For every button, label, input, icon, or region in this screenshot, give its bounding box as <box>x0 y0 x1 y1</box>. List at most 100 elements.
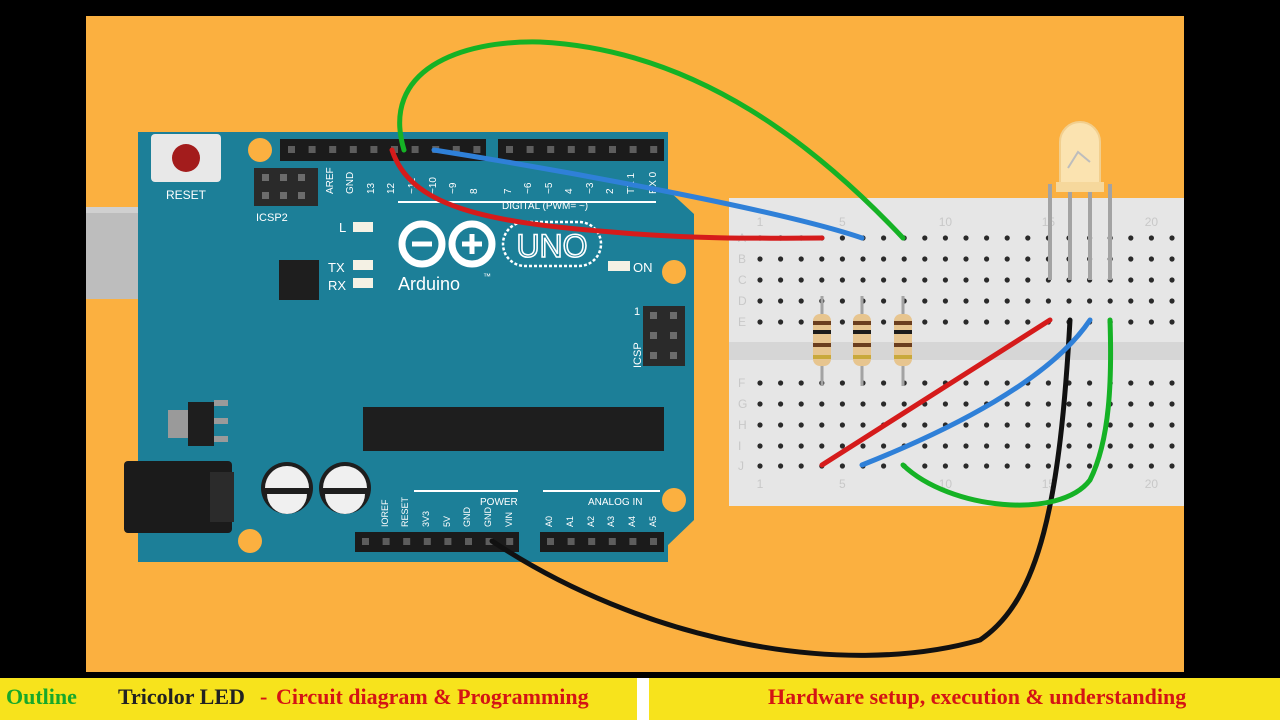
resistor-body <box>853 314 871 366</box>
breadboard-holes <box>757 235 1175 469</box>
breadboard-hole <box>778 277 784 283</box>
power-pin-label: 5V <box>442 516 452 527</box>
breadboard-hole <box>901 401 907 407</box>
breadboard-hole <box>1169 422 1175 428</box>
breadboard-hole <box>942 319 949 325</box>
header-pin <box>349 146 357 153</box>
digital-pin-label: 12 <box>386 182 397 194</box>
header-pin <box>473 146 481 153</box>
digital-pin-label: 2 <box>605 188 616 194</box>
breadboard-hole <box>1066 463 1072 469</box>
breadboard-hole <box>984 422 990 428</box>
digital-pin-label: 4 <box>564 188 575 194</box>
power-pin-label: GND <box>462 507 472 528</box>
breadboard-hole <box>881 443 887 449</box>
reset-label: RESET <box>166 188 207 202</box>
breadboard-hole <box>1004 380 1010 386</box>
analog-pin-label: A3 <box>606 516 616 527</box>
video-title: Tricolor LED <box>118 684 245 709</box>
led-tx <box>353 260 373 270</box>
power-header <box>355 532 519 552</box>
breadboard-hole <box>1128 463 1134 469</box>
breadboard-hole <box>1148 235 1154 241</box>
breadboard-column-number: 1 <box>757 477 764 491</box>
breadboard-hole <box>798 256 804 262</box>
led-l <box>353 222 373 232</box>
header-pin <box>411 146 419 153</box>
breadboard-hole <box>798 422 804 428</box>
breadboard-hole <box>1087 422 1093 428</box>
header-pin <box>452 146 460 153</box>
header-pin <box>370 146 378 153</box>
analog-pin-label: A5 <box>648 516 658 527</box>
header-pin <box>588 538 596 545</box>
header-pin <box>403 538 411 545</box>
digital-pin-label: RX 0 <box>648 171 659 194</box>
resistor-band <box>853 355 871 359</box>
breadboard-hole <box>963 298 969 304</box>
breadboard-column-number: 1 <box>757 215 764 229</box>
breadboard-column-number: 5 <box>839 215 846 229</box>
resistor-band <box>813 330 831 334</box>
breadboard-hole <box>1148 277 1154 283</box>
breadboard-hole <box>922 235 928 241</box>
breadboard-hole <box>819 277 825 283</box>
resistor-body <box>813 314 831 366</box>
analog-header <box>540 532 664 552</box>
wire-red-bottom <box>819 317 1053 468</box>
breadboard-column-number: 20 <box>1145 215 1159 229</box>
breadboard-hole <box>1148 256 1154 262</box>
breadboard-hole <box>1169 256 1175 262</box>
resistor-band <box>813 321 831 325</box>
microcontroller-chip <box>363 407 664 451</box>
usb-chip <box>279 260 319 300</box>
breadboard-row-label: B <box>738 252 746 266</box>
header-pin <box>547 146 555 153</box>
breadboard-hole <box>1087 380 1093 386</box>
breadboard-hole <box>1045 422 1051 428</box>
breadboard-hole <box>1004 422 1010 428</box>
breadboard-hole <box>819 422 825 428</box>
breadboard-hole <box>1004 235 1010 241</box>
reset-button-cap[interactable] <box>172 144 200 172</box>
power-label: POWER <box>480 497 518 508</box>
breadboard-hole <box>1025 463 1031 469</box>
header-pin <box>567 146 575 153</box>
breadboard-hole <box>839 256 846 262</box>
icsp2-header <box>254 168 318 206</box>
breadboard-hole <box>819 443 825 449</box>
breadboard-hole <box>1025 443 1031 449</box>
power-pin-label: GND <box>483 507 493 528</box>
breadboard-hole <box>1128 443 1134 449</box>
breadboard-hole <box>1169 235 1175 241</box>
breadboard-row-label: F <box>738 376 745 390</box>
led-tx-label: TX <box>328 260 345 275</box>
digital-pin-label: AREF <box>325 167 336 194</box>
breadboard-hole <box>778 380 784 386</box>
header-pin <box>506 146 513 153</box>
icsp-pin1-label: 1 <box>634 306 640 318</box>
resistor-band <box>894 330 912 334</box>
breadboard-hole <box>881 401 887 407</box>
breadboard-hole <box>922 443 928 449</box>
breadboard: ABCDEFGHIJ1155101015152020 <box>729 198 1184 506</box>
digital-pin-label: ~3 <box>585 182 596 194</box>
breadboard-hole <box>1045 380 1051 386</box>
breadboard-hole <box>1087 443 1093 449</box>
breadboard-hole <box>901 277 907 283</box>
breadboard-hole <box>778 256 784 262</box>
power-jack <box>124 461 232 533</box>
header-pin <box>547 538 554 545</box>
breadboard-hole <box>1025 319 1031 325</box>
rgb-led-bulb <box>1059 121 1101 191</box>
breadboard-hole <box>922 277 928 283</box>
breadboard-hole <box>1045 401 1051 407</box>
breadboard-hole <box>1045 298 1051 304</box>
resistors <box>813 296 912 386</box>
breadboard-hole <box>881 298 887 304</box>
breadboard-hole <box>798 277 804 283</box>
breadboard-hole <box>778 319 784 325</box>
breadboard-hole <box>963 463 969 469</box>
capacitor <box>261 462 313 514</box>
